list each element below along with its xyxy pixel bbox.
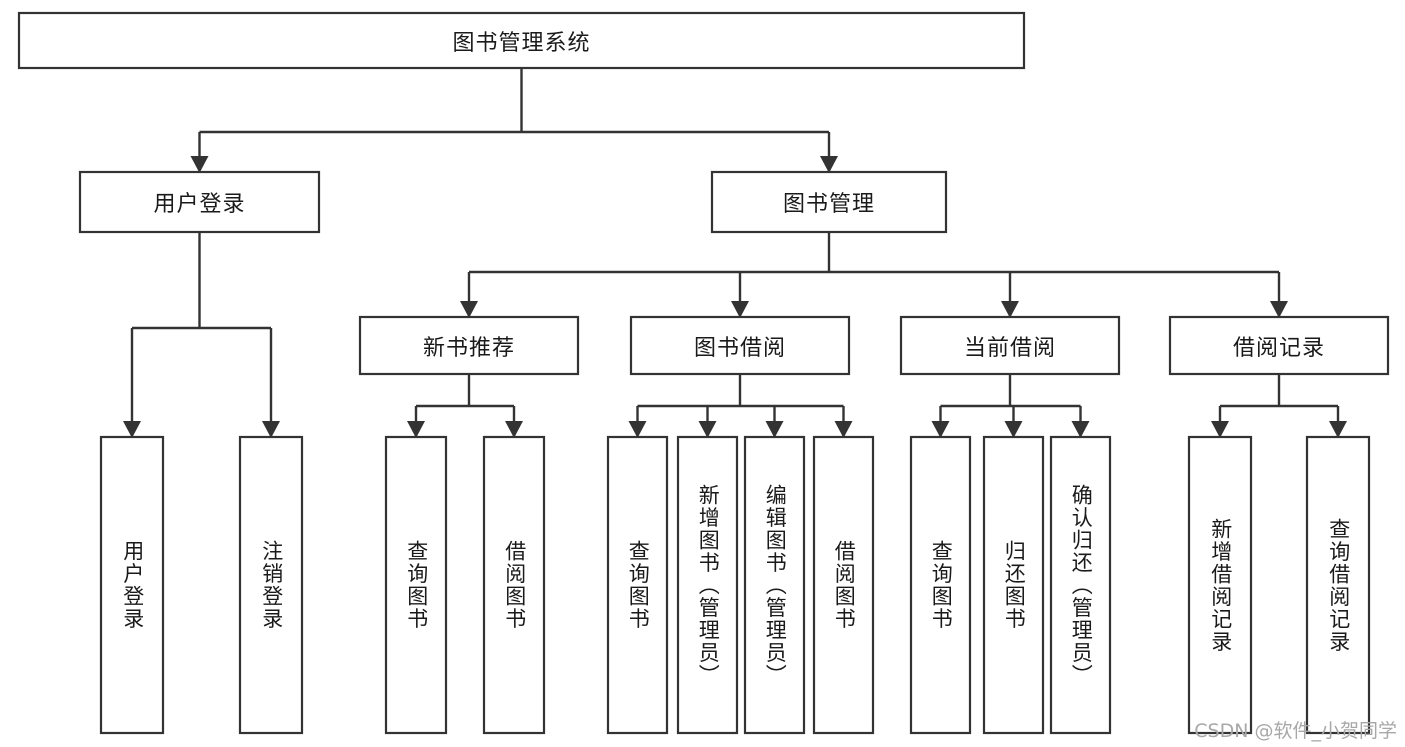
node-box-new-book-rec[interactable]	[358, 315, 580, 376]
arrow-head-icon	[1270, 301, 1288, 318]
node-box-leaf-add-book[interactable]	[676, 435, 739, 735]
arrow-head-icon	[407, 421, 425, 438]
arrow-head-icon	[190, 156, 209, 173]
node-box-borrow-record[interactable]	[1168, 315, 1390, 376]
node-box-root[interactable]	[17, 11, 1026, 70]
node-box-layer	[17, 11, 1390, 735]
node-box-leaf-query-book-3[interactable]	[909, 435, 972, 735]
arrow-head-icon	[765, 421, 784, 438]
node-box-leaf-add-record[interactable]	[1187, 435, 1253, 735]
arrow-head-icon	[1001, 301, 1019, 318]
arrow-head-icon	[698, 421, 717, 438]
node-box-leaf-query-book-1[interactable]	[384, 435, 448, 735]
node-box-leaf-query-record[interactable]	[1305, 435, 1371, 735]
arrow-head-icon	[834, 421, 853, 438]
arrow-head-icon	[505, 421, 523, 438]
arrow-head-icon	[123, 421, 141, 438]
node-box-book-manage[interactable]	[710, 170, 948, 234]
arrow-head-icon	[1211, 421, 1229, 438]
node-box-current-borrow[interactable]	[899, 315, 1121, 376]
node-box-leaf-borrow-book-1[interactable]	[482, 435, 546, 735]
node-box-user-login[interactable]	[78, 170, 321, 234]
node-box-leaf-logout[interactable]	[238, 435, 304, 735]
node-box-leaf-borrow-book-2[interactable]	[812, 435, 875, 735]
arrow-head-icon	[931, 421, 950, 438]
node-box-book-borrow[interactable]	[629, 315, 851, 376]
node-box-leaf-confirm-return[interactable]	[1049, 435, 1112, 735]
node-box-leaf-user-login[interactable]	[99, 435, 165, 735]
arrow-head-icon	[820, 156, 838, 173]
connector-layer	[123, 68, 1347, 438]
arrow-head-icon	[460, 301, 478, 318]
arrow-head-icon	[1329, 421, 1347, 438]
arrow-head-icon	[731, 301, 749, 318]
node-box-leaf-edit-book[interactable]	[743, 435, 806, 735]
node-box-leaf-return-book[interactable]	[982, 435, 1045, 735]
node-box-leaf-query-book-2[interactable]	[606, 435, 669, 735]
arrow-head-icon	[1004, 421, 1023, 438]
arrow-head-icon	[262, 421, 280, 438]
arrow-head-icon	[628, 421, 647, 438]
arrow-head-icon	[1071, 421, 1090, 438]
